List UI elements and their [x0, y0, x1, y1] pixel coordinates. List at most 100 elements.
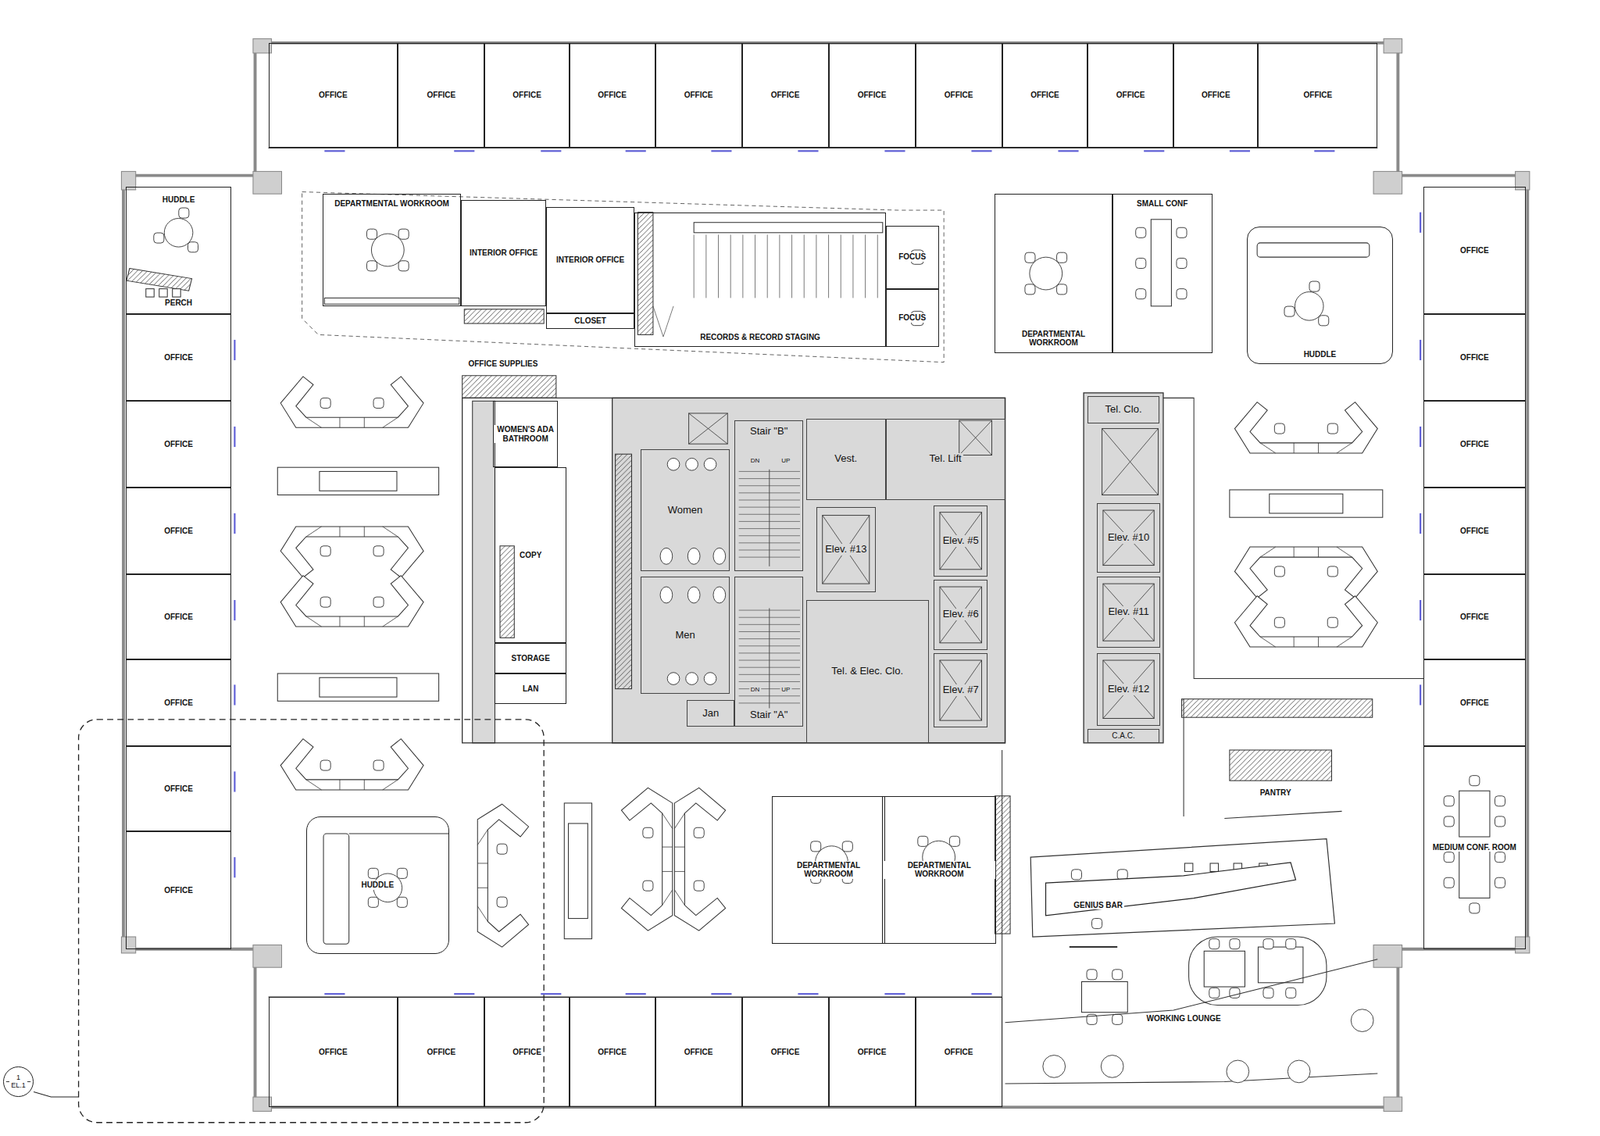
window-mark: [625, 150, 647, 152]
window-mark: [1419, 426, 1422, 447]
chair-symbol: [1469, 903, 1480, 914]
core-room: Stair "A": [734, 576, 804, 727]
room-box: OFFICE: [125, 659, 233, 747]
shelf-line: [730, 234, 732, 298]
shaft-box: [939, 512, 983, 570]
room-label: Tel. Lift: [928, 453, 964, 465]
room-label: OFFICE: [856, 90, 889, 100]
desk-seam: [306, 616, 399, 627]
shaft-cross: [1102, 428, 1159, 496]
room-label: PERCH: [163, 298, 194, 308]
shaft-box: [689, 413, 729, 444]
room-box: RECORDS & RECORD STAGING: [634, 212, 886, 347]
room-label: Stair "A": [748, 709, 790, 722]
workstation-pod: [1234, 546, 1378, 598]
bench-screen: [319, 677, 397, 697]
plan-group: [6, 39, 1530, 1123]
wall-line: [349, 833, 450, 835]
room-box: OFFICE: [828, 996, 916, 1108]
window-mark: [324, 150, 345, 152]
core-room: Tel. Lift: [885, 418, 1006, 500]
door-swing: [653, 306, 674, 337]
shelf-line: [815, 234, 817, 298]
exterior-wall: [123, 42, 1528, 1108]
chair-symbol: [1112, 969, 1123, 980]
window-mark: [884, 992, 905, 995]
room-label: OFFICE: [425, 1047, 458, 1058]
shaft-box: [1102, 428, 1159, 496]
hatched-wall: [637, 212, 654, 336]
chair-symbol: [642, 880, 654, 891]
desk-outline: [280, 575, 424, 627]
bench-desk: [277, 467, 439, 495]
desk-seam: [1260, 442, 1353, 454]
room-label: OFFICE: [162, 526, 195, 536]
desk-outline: [477, 803, 529, 947]
shelf-line: [840, 234, 842, 298]
core-room: Jan: [686, 700, 735, 727]
room-label: Tel. Clo.: [1103, 403, 1144, 416]
room-label: OFFICE: [510, 90, 543, 100]
chair-symbol: [1229, 939, 1240, 950]
room-label: Vest.: [832, 453, 859, 465]
round-table: [371, 233, 404, 267]
desk-outline: [280, 526, 424, 578]
perch-stool: [172, 289, 181, 297]
room-label: OFFICE: [162, 612, 195, 622]
chair-symbol: [366, 228, 377, 240]
shaft-box: [959, 420, 993, 455]
round-table: [1350, 1009, 1374, 1033]
shaft-box: [1103, 510, 1154, 566]
room-label: DEPARTMENTAL WORKROOM: [332, 199, 451, 209]
room-box: OFFICE: [915, 42, 1003, 149]
room-label: OFFICE: [769, 1047, 802, 1058]
toilet-symbol: [685, 457, 699, 471]
leader-line: [33, 1092, 79, 1098]
window-mark: [797, 150, 818, 152]
room-box: OFFICE: [397, 42, 485, 149]
chair-symbol: [842, 841, 853, 852]
shaft-cross: [1103, 660, 1154, 718]
room-label: OFFICE: [162, 885, 195, 896]
counter-outline: [1046, 862, 1297, 916]
room-label: OFFICE: [942, 1047, 975, 1058]
desk-outline: [280, 739, 424, 790]
callout-number: EL.1: [9, 1081, 28, 1090]
window-mark: [1419, 513, 1422, 534]
room-label: OFFICE: [317, 1047, 350, 1058]
room-box: OFFICE: [569, 42, 656, 149]
room-label: OFFICE: [1458, 439, 1491, 450]
room-box: HUDDLE: [306, 816, 450, 954]
room-label: GENIUS BAR: [1071, 900, 1125, 911]
shelf-line: [742, 234, 743, 298]
shelf-line: [705, 234, 707, 298]
shaft-box: [939, 660, 983, 721]
hatched-wall: [615, 453, 633, 689]
workstation-pod: [674, 787, 725, 931]
shaft-cross: [822, 515, 870, 585]
window-mark: [1314, 150, 1335, 152]
shelf-line: [864, 234, 866, 298]
room-label: OFFICE: [162, 439, 195, 450]
hatched-wall: [994, 796, 1011, 934]
column-block: [1383, 1096, 1403, 1111]
room-box: OFFICE: [1423, 314, 1526, 401]
perch-stool: [146, 289, 154, 297]
shaft-cross: [1103, 510, 1154, 566]
room-box: OFFICE: [125, 487, 233, 575]
chair-symbol: [320, 596, 331, 608]
window-mark: [453, 150, 475, 152]
shelf-line: [828, 234, 829, 298]
room-label: DEPARTMENTAL WORKROOM: [772, 860, 885, 879]
shaft-cross: [939, 512, 983, 570]
room-label: OFFICE: [769, 90, 802, 100]
room-label: Elev. #11: [1106, 606, 1150, 618]
column-block: [1383, 39, 1403, 54]
room-box: HUDDLE: [1246, 226, 1393, 365]
room-box: DEPARTMENTAL WORKROOM: [994, 193, 1112, 354]
room-box: HUDDLEPERCH: [125, 186, 233, 315]
column-block: [121, 936, 136, 954]
chair-symbol: [1443, 796, 1454, 807]
desk-seam: [674, 813, 685, 906]
room-label: OFFICE: [1458, 698, 1491, 708]
